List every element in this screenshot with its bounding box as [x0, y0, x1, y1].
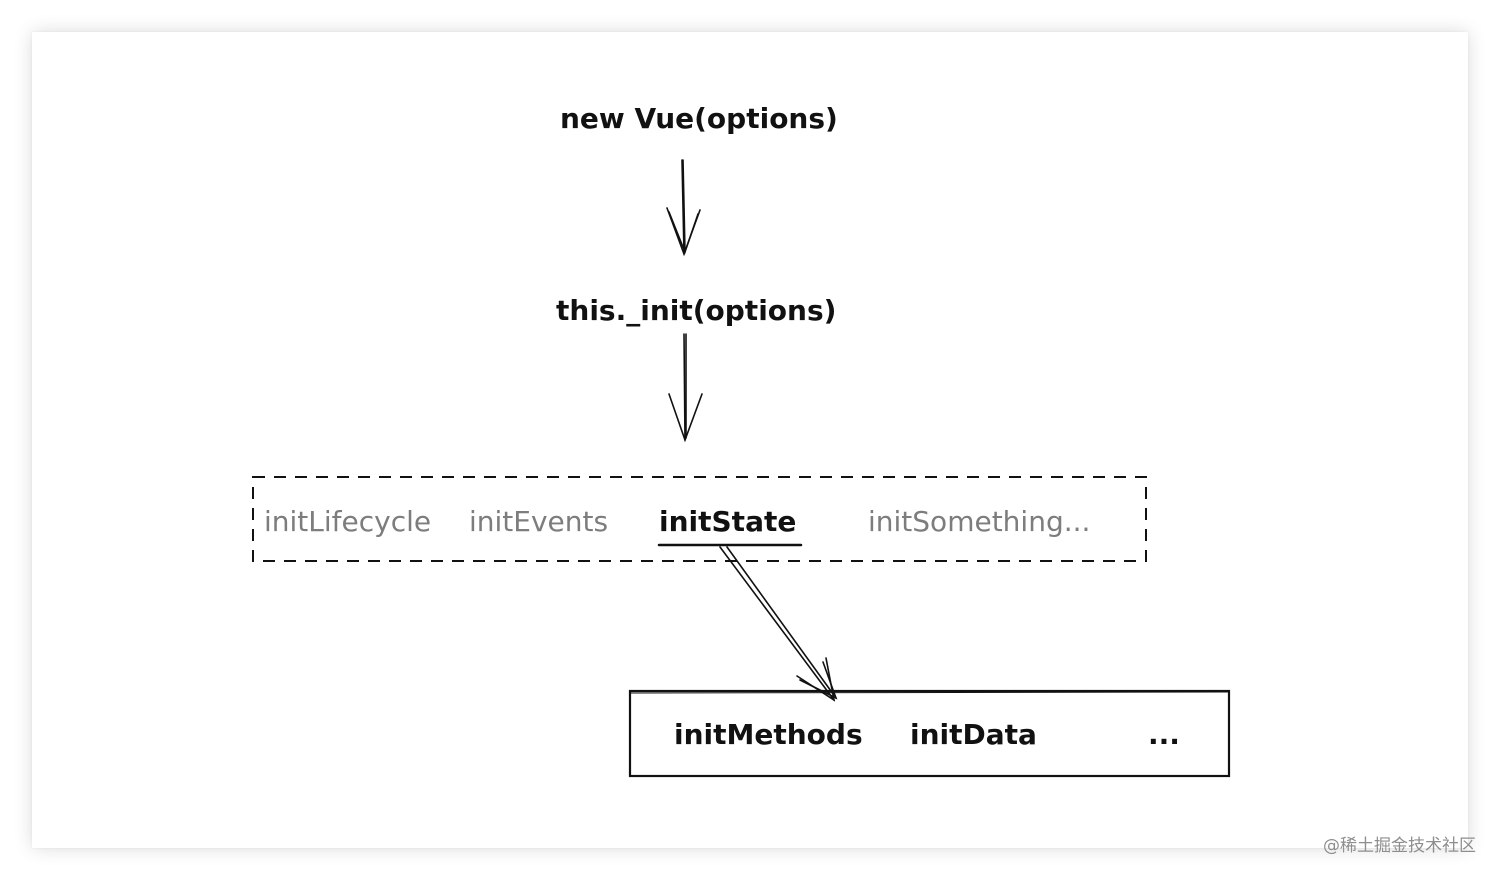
item-init-events: initEvents [469, 505, 609, 538]
arrow-new-vue-to-init [666, 159, 701, 257]
item-init-data: initData [910, 718, 1037, 751]
item-ellipsis: ... [1148, 718, 1180, 751]
state-group-box [628, 689, 1231, 778]
item-init-methods: initMethods [674, 718, 863, 751]
node-this-init: this._init(options) [556, 294, 837, 327]
arrow-init-to-group [668, 333, 703, 443]
node-new-vue: new Vue(options) [560, 102, 838, 135]
init-group-box [252, 476, 1147, 562]
state-group-box-sketch [630, 691, 1229, 694]
item-init-something: initSomething... [868, 505, 1091, 538]
item-init-state: initState [659, 505, 797, 538]
item-init-lifecycle: initLifecycle [264, 505, 432, 538]
watermark: @稀土掘金技术社区 [1323, 836, 1476, 856]
arrow-init-state-to-box [719, 546, 838, 702]
